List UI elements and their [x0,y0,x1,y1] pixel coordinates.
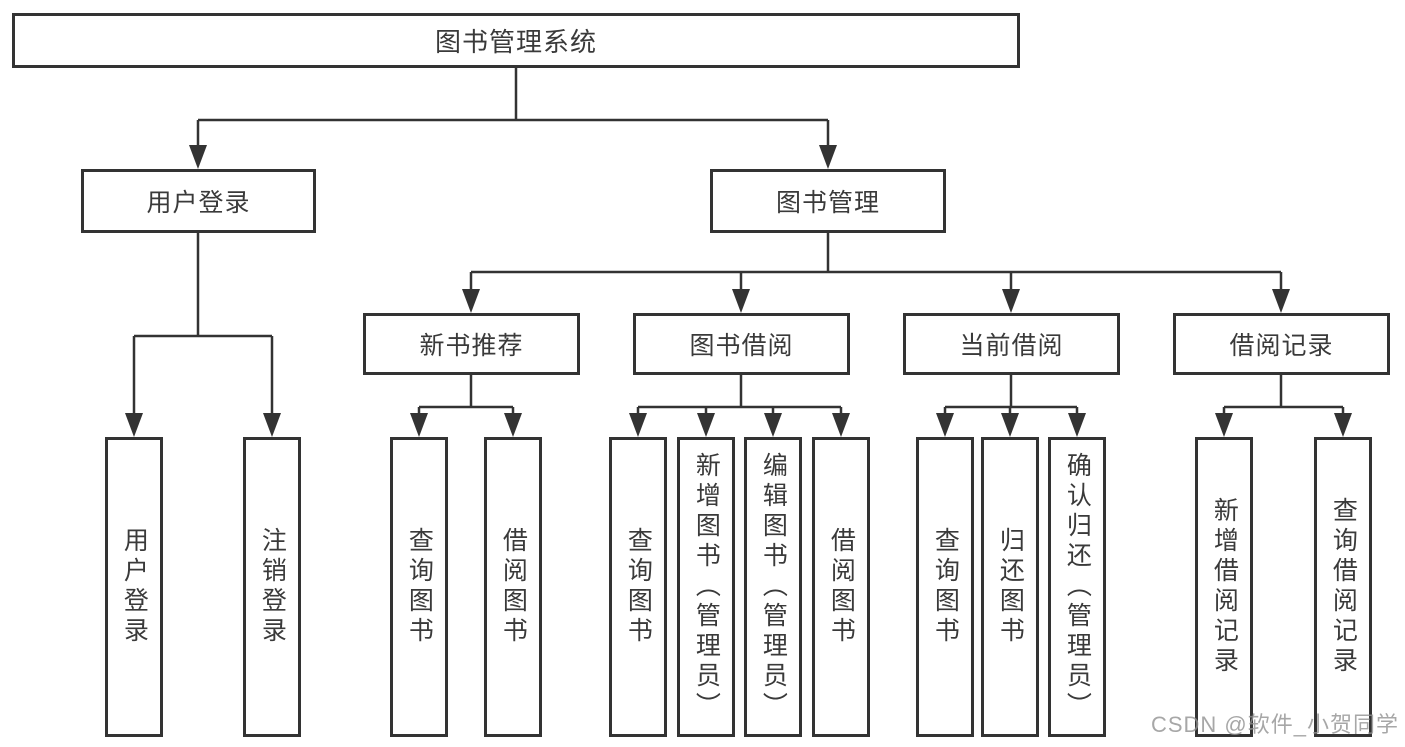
leaf-newbook-borrow-books: 借阅图书 [484,437,542,737]
node-book-management: 图书管理 [710,169,946,233]
node-root-label: 图书管理系统 [434,27,597,57]
node-user-login-label: 用户登录 [146,189,251,217]
leaf-borrow-add-books-admin: 新增图书（管理员） [677,437,735,737]
leaf-newbook-query-books-label: 查询图书 [405,527,434,647]
node-current-borrow: 当前借阅 [903,313,1120,375]
leaf-records-query-record: 查询借阅记录 [1314,437,1372,737]
node-new-book-recommend-label: 新书推荐 [419,332,524,360]
leaf-current-confirm-return-admin-label: 确认归还（管理员） [1063,452,1092,722]
node-book-borrow: 图书借阅 [633,313,850,375]
leaf-user-login: 用户登录 [105,437,163,737]
leaf-records-query-record-label: 查询借阅记录 [1329,497,1358,677]
leaf-records-add-record-label: 新增借阅记录 [1210,497,1239,677]
leaf-borrow-borrow-books: 借阅图书 [812,437,870,737]
leaf-borrow-query-books: 查询图书 [609,437,667,737]
leaf-records-add-record: 新增借阅记录 [1195,437,1253,737]
node-borrow-records: 借阅记录 [1173,313,1390,375]
leaf-borrow-add-books-admin-label: 新增图书（管理员） [692,452,721,722]
leaf-user-login-label: 用户登录 [120,527,149,647]
leaf-borrow-edit-books-admin: 编辑图书（管理员） [744,437,802,737]
leaf-current-query-books: 查询图书 [916,437,974,737]
leaf-borrow-query-books-label: 查询图书 [624,527,653,647]
leaf-newbook-borrow-books-label: 借阅图书 [499,527,528,647]
csdn-watermark: CSDN @软件_小贺同学 [1150,712,1399,737]
leaf-logout: 注销登录 [243,437,301,737]
node-user-login: 用户登录 [81,169,316,233]
node-borrow-records-label: 借阅记录 [1229,332,1334,360]
leaf-current-return-books-label: 归还图书 [996,527,1025,647]
leaf-current-query-books-label: 查询图书 [931,527,960,647]
leaf-logout-label: 注销登录 [258,527,287,647]
leaf-newbook-query-books: 查询图书 [390,437,448,737]
leaf-borrow-borrow-books-label: 借阅图书 [827,527,856,647]
node-book-borrow-label: 图书借阅 [689,332,794,360]
leaf-current-return-books: 归还图书 [981,437,1039,737]
node-root: 图书管理系统 [12,13,1020,68]
node-new-book-recommend: 新书推荐 [363,313,580,375]
leaf-current-confirm-return-admin: 确认归还（管理员） [1048,437,1106,737]
node-current-borrow-label: 当前借阅 [959,332,1064,360]
node-book-management-label: 图书管理 [775,189,880,217]
leaf-borrow-edit-books-admin-label: 编辑图书（管理员） [759,452,788,722]
